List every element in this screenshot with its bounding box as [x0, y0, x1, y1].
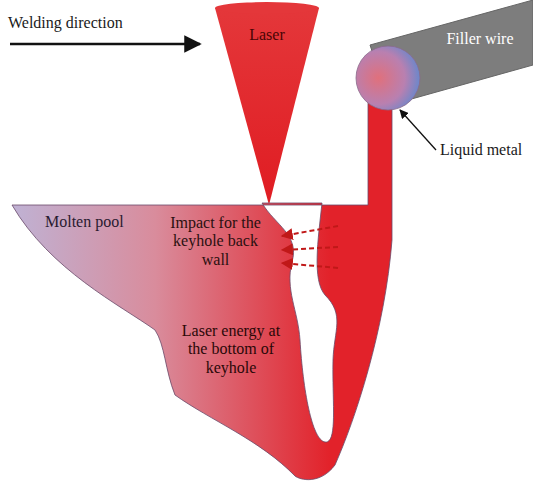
node-text: Laser	[232, 26, 302, 44]
leader-line	[400, 110, 436, 150]
laser-beam: Laser	[212, 0, 322, 208]
metal-droplet	[356, 46, 420, 110]
direction-arrow	[10, 43, 200, 46]
callout-label: Liquid metal	[440, 141, 530, 159]
impact-arrows	[282, 226, 338, 268]
node-text: Impact for the keyhole back wall	[163, 214, 268, 269]
node-text: Filler wire	[432, 30, 528, 48]
node-text: Laser energy at the bottom of keyhole	[172, 322, 290, 377]
node-text: Molten pool	[45, 213, 155, 231]
direction-label: Welding direction	[8, 14, 178, 32]
